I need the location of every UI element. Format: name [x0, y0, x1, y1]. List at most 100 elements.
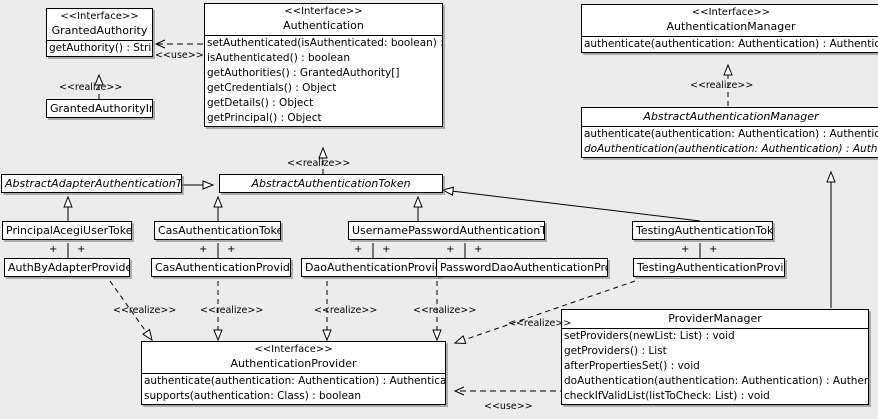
class-name-label: ProviderManager: [668, 312, 762, 325]
class-member: getAuthorities() : GrantedAuthority[]: [207, 67, 400, 79]
class-name-label: AuthenticationManager: [666, 20, 796, 33]
class-name-label: AbstractAuthenticationManager: [643, 110, 819, 123]
edge-label-realize-casauthenticationprovider: <<realize>>: [200, 305, 264, 316]
class-member: isAuthenticated() : boolean: [207, 52, 350, 64]
association-plus-marker: +: [382, 244, 391, 255]
class-name-label: AbstractAdapterAuthenticationToken: [5, 177, 182, 190]
edge-label-realize-abstractauthenticationtoken: <<realize>>: [287, 158, 351, 169]
class-abstract-adapter-authentication-token[interactable]: AbstractAdapterAuthenticationToken: [1, 174, 182, 193]
class-granted-authority[interactable]: <<Interface>> GrantedAuthority getAuthor…: [46, 8, 153, 57]
class-abstract-authentication-token[interactable]: AbstractAuthenticationToken: [219, 174, 443, 193]
class-member: afterPropertiesSet() : void: [564, 360, 700, 372]
stereotype-label: <<Interface>>: [60, 11, 139, 22]
class-member: doAuthentication(authentication: Authent…: [564, 375, 868, 387]
class-auth-by-adapter-provider[interactable]: AuthByAdapterProvider: [4, 258, 130, 277]
class-member: supports(authentication: Class) : boolea…: [144, 390, 361, 402]
class-header: TestingAuthenticationToken: [633, 222, 772, 239]
class-cas-authentication-provider[interactable]: CasAuthenticationProvider: [151, 258, 291, 277]
stereotype-label: <<Interface>>: [284, 6, 363, 17]
class-members: setProviders(newList: List) : void getPr…: [562, 328, 868, 404]
class-testing-authentication-provider[interactable]: TestingAuthenticationProvider: [633, 258, 785, 277]
class-abstract-authentication-manager[interactable]: AbstractAuthenticationManager authentica…: [581, 107, 878, 158]
class-name-label: CasAuthenticationProvider: [155, 261, 291, 274]
class-name-label: TestingAuthenticationProvider: [637, 261, 784, 274]
class-member: authenticate(authentication: Authenticat…: [144, 375, 446, 387]
edge-label-realize-passworddaoauthenticationprovider: <<realize>>: [413, 305, 477, 316]
class-members: authenticate(authentication: Authenticat…: [142, 373, 445, 404]
class-username-password-authentication-token[interactable]: UsernamePasswordAuthenticationToken: [348, 221, 545, 240]
class-member: doAuthentication(authentication: Authent…: [584, 143, 878, 155]
association-plus-marker: +: [709, 244, 718, 255]
association-plus-marker: +: [354, 244, 363, 255]
edge-label-realize-testingauthenticationprovider: <<realize>>: [508, 318, 572, 329]
class-header: GrantedAuthorityImpl: [47, 100, 152, 117]
class-header: <<Interface>> GrantedAuthority: [47, 9, 152, 40]
class-name-label: GrantedAuthority: [51, 24, 148, 37]
association-plus-marker: +: [681, 244, 690, 255]
class-members: setAuthenticated(isAuthenticated: boolea…: [205, 35, 442, 126]
class-name-label: GrantedAuthorityImpl: [50, 102, 152, 115]
class-member: setProviders(newList: List) : void: [564, 330, 735, 342]
class-header: TestingAuthenticationProvider: [634, 259, 784, 276]
class-password-dao-authentication-provider[interactable]: PasswordDaoAuthenticationProvider: [436, 258, 608, 277]
class-cas-authentication-token[interactable]: CasAuthenticationToken: [154, 221, 281, 240]
edge-label-use-authentication-grantedauthority: <<use>>: [155, 50, 204, 61]
class-header: AbstractAdapterAuthenticationToken: [2, 175, 181, 192]
class-name-label: PrincipalAcegiUserToken: [6, 224, 132, 237]
class-member: setAuthenticated(isAuthenticated: boolea…: [207, 37, 442, 49]
class-member: getProviders() : List: [564, 345, 667, 357]
class-name-label: DaoAuthenticationProvider: [305, 261, 441, 274]
class-header: <<Interface>> AuthenticationProvider: [142, 342, 445, 373]
class-dao-authentication-provider[interactable]: DaoAuthenticationProvider: [301, 258, 441, 277]
class-testing-authentication-token[interactable]: TestingAuthenticationToken: [632, 221, 773, 240]
class-header: PrincipalAcegiUserToken: [3, 222, 131, 239]
class-member: checkIfValidList(listToCheck: List) : vo…: [564, 390, 770, 402]
class-member: getDetails() : Object: [207, 97, 314, 109]
edge-generalization-testingauthenticationtoken: [441, 186, 701, 222]
class-name-label: PasswordDaoAuthenticationProvider: [440, 261, 607, 274]
class-header: AbstractAuthenticationManager: [582, 108, 878, 126]
class-members: authenticate(authentication: Authenticat…: [582, 126, 878, 157]
class-member: authenticate(authentication: Authenticat…: [584, 38, 878, 50]
class-authentication[interactable]: <<Interface>> Authentication setAuthenti…: [204, 3, 443, 127]
class-members: getAuthority() : String: [47, 40, 152, 56]
class-name-label: UsernamePasswordAuthenticationToken: [352, 224, 545, 237]
edge-label-use-providermanager-authenticationprovider: <<use>>: [484, 401, 533, 412]
class-name-label: Authentication: [283, 19, 364, 32]
association-plus-marker: +: [474, 244, 483, 255]
class-authentication-provider[interactable]: <<Interface>> AuthenticationProvider aut…: [141, 341, 446, 405]
edge-label-realize-grantedauthorityimpl: <<realize>>: [59, 82, 123, 93]
class-header: AuthByAdapterProvider: [5, 259, 129, 276]
class-name-label: AuthByAdapterProvider: [8, 261, 130, 274]
stereotype-label: <<Interface>>: [254, 344, 333, 355]
class-member: getPrincipal() : Object: [207, 112, 322, 124]
class-name-label: TestingAuthenticationToken: [636, 224, 773, 237]
class-member: getCredentials() : Object: [207, 82, 337, 94]
class-name-label: CasAuthenticationToken: [158, 224, 281, 237]
class-members: authenticate(authentication: Authenticat…: [582, 36, 878, 52]
class-principal-acegi-user-token[interactable]: PrincipalAcegiUserToken: [2, 221, 132, 240]
class-member: authenticate(authentication: Authenticat…: [584, 128, 878, 140]
class-granted-authority-impl[interactable]: GrantedAuthorityImpl: [46, 99, 153, 118]
association-plus-marker: +: [199, 244, 208, 255]
association-plus-marker: +: [77, 244, 86, 255]
class-member: getAuthority() : String: [49, 42, 152, 54]
class-header: <<Interface>> AuthenticationManager: [582, 5, 878, 36]
association-plus-marker: +: [227, 244, 236, 255]
class-provider-manager[interactable]: ProviderManager setProviders(newList: Li…: [561, 309, 869, 405]
class-header: ProviderManager: [562, 310, 868, 328]
class-header: CasAuthenticationToken: [155, 222, 280, 239]
class-header: CasAuthenticationProvider: [152, 259, 290, 276]
class-header: AbstractAuthenticationToken: [220, 175, 442, 192]
association-plus-marker: +: [49, 244, 58, 255]
class-header: DaoAuthenticationProvider: [302, 259, 440, 276]
class-header: UsernamePasswordAuthenticationToken: [349, 222, 544, 239]
class-authentication-manager[interactable]: <<Interface>> AuthenticationManager auth…: [581, 4, 878, 53]
stereotype-label: <<Interface>>: [691, 7, 771, 18]
class-header: <<Interface>> Authentication: [205, 4, 442, 35]
class-header: PasswordDaoAuthenticationProvider: [437, 259, 607, 276]
class-name-label: AbstractAuthenticationToken: [251, 177, 411, 190]
association-plus-marker: +: [446, 244, 455, 255]
edge-label-realize-abstractauthenticationmanager: <<realize>>: [690, 80, 754, 91]
